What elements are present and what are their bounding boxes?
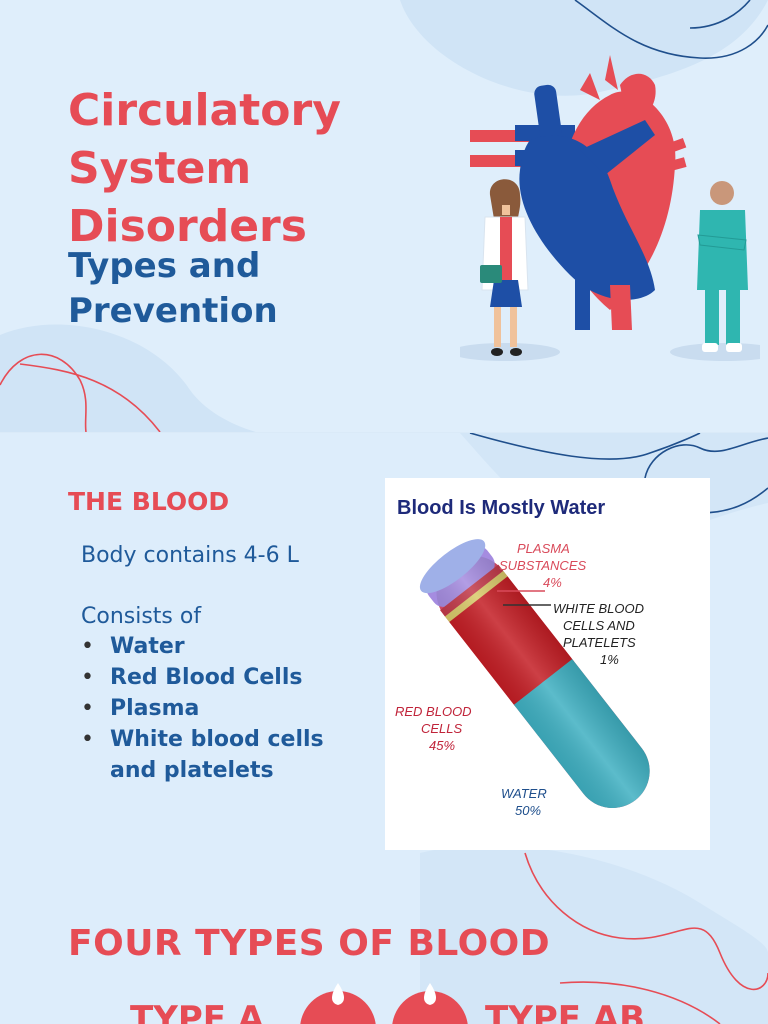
label-rbc-1: RED BLOOD — [395, 704, 472, 719]
label-water-1: WATER — [501, 786, 547, 801]
label-wbc-1: WHITE BLOOD — [553, 601, 644, 616]
subtitle-line-2: Prevention — [68, 291, 278, 331]
body-volume-text: Body contains 4-6 L — [81, 543, 299, 568]
consists-of-label: Consists of — [81, 604, 202, 629]
page-title: Circulatory System Disorders — [68, 82, 341, 256]
title-line-1: Circulatory — [68, 85, 341, 136]
title-line-3: Disorders — [68, 201, 307, 252]
blood-drop-icon — [300, 983, 376, 1024]
title-slide: Circulatory System Disorders Types and P… — [0, 0, 768, 432]
heart-doctors-illustration — [460, 55, 760, 361]
figure-title: Blood Is Mostly Water — [397, 497, 605, 519]
blood-body-text: Body contains 4-6 L Consists of — [81, 541, 299, 632]
blood-components-list: Water Red Blood Cells Plasma White blood… — [81, 631, 361, 786]
section-heading-the-blood: THE BLOOD — [68, 487, 230, 516]
section-heading-blood-types: FOUR TYPES OF BLOOD — [68, 923, 551, 964]
label-plasma-3: 4% — [543, 575, 562, 590]
subtitle-line-1: Types and — [68, 246, 261, 286]
label-rbc-2: CELLS — [421, 721, 463, 736]
list-item: White blood cells and platelets — [81, 724, 361, 786]
list-item: Red Blood Cells — [81, 662, 361, 693]
label-water-2: 50% — [515, 803, 541, 818]
list-item: Plasma — [81, 693, 361, 724]
type-a-label: TYPE A — [130, 999, 265, 1024]
blood-slide: THE BLOOD Body contains 4-6 L Consists o… — [0, 433, 768, 1024]
page-subtitle: Types and Prevention — [68, 244, 278, 334]
blood-drop-icon — [392, 983, 468, 1024]
list-item: Water — [81, 631, 361, 662]
label-plasma-1: PLASMA — [517, 541, 570, 556]
title-line-2: System — [68, 143, 252, 194]
label-wbc-4: 1% — [600, 652, 619, 667]
type-ab-label: TYPE AB — [485, 999, 646, 1024]
label-plasma-2: SUBSTANCES — [499, 558, 586, 573]
blood-composition-figure: Blood Is Mostly Water PLASMA SUBSTANCES … — [385, 478, 710, 850]
background-decoration — [0, 0, 768, 432]
blood-test-tube-image: Blood Is Mostly Water PLASMA SUBSTANCES … — [395, 497, 650, 818]
label-wbc-3: PLATELETS — [563, 635, 636, 650]
label-rbc-3: 45% — [429, 738, 455, 753]
label-wbc-2: CELLS AND — [563, 618, 635, 633]
